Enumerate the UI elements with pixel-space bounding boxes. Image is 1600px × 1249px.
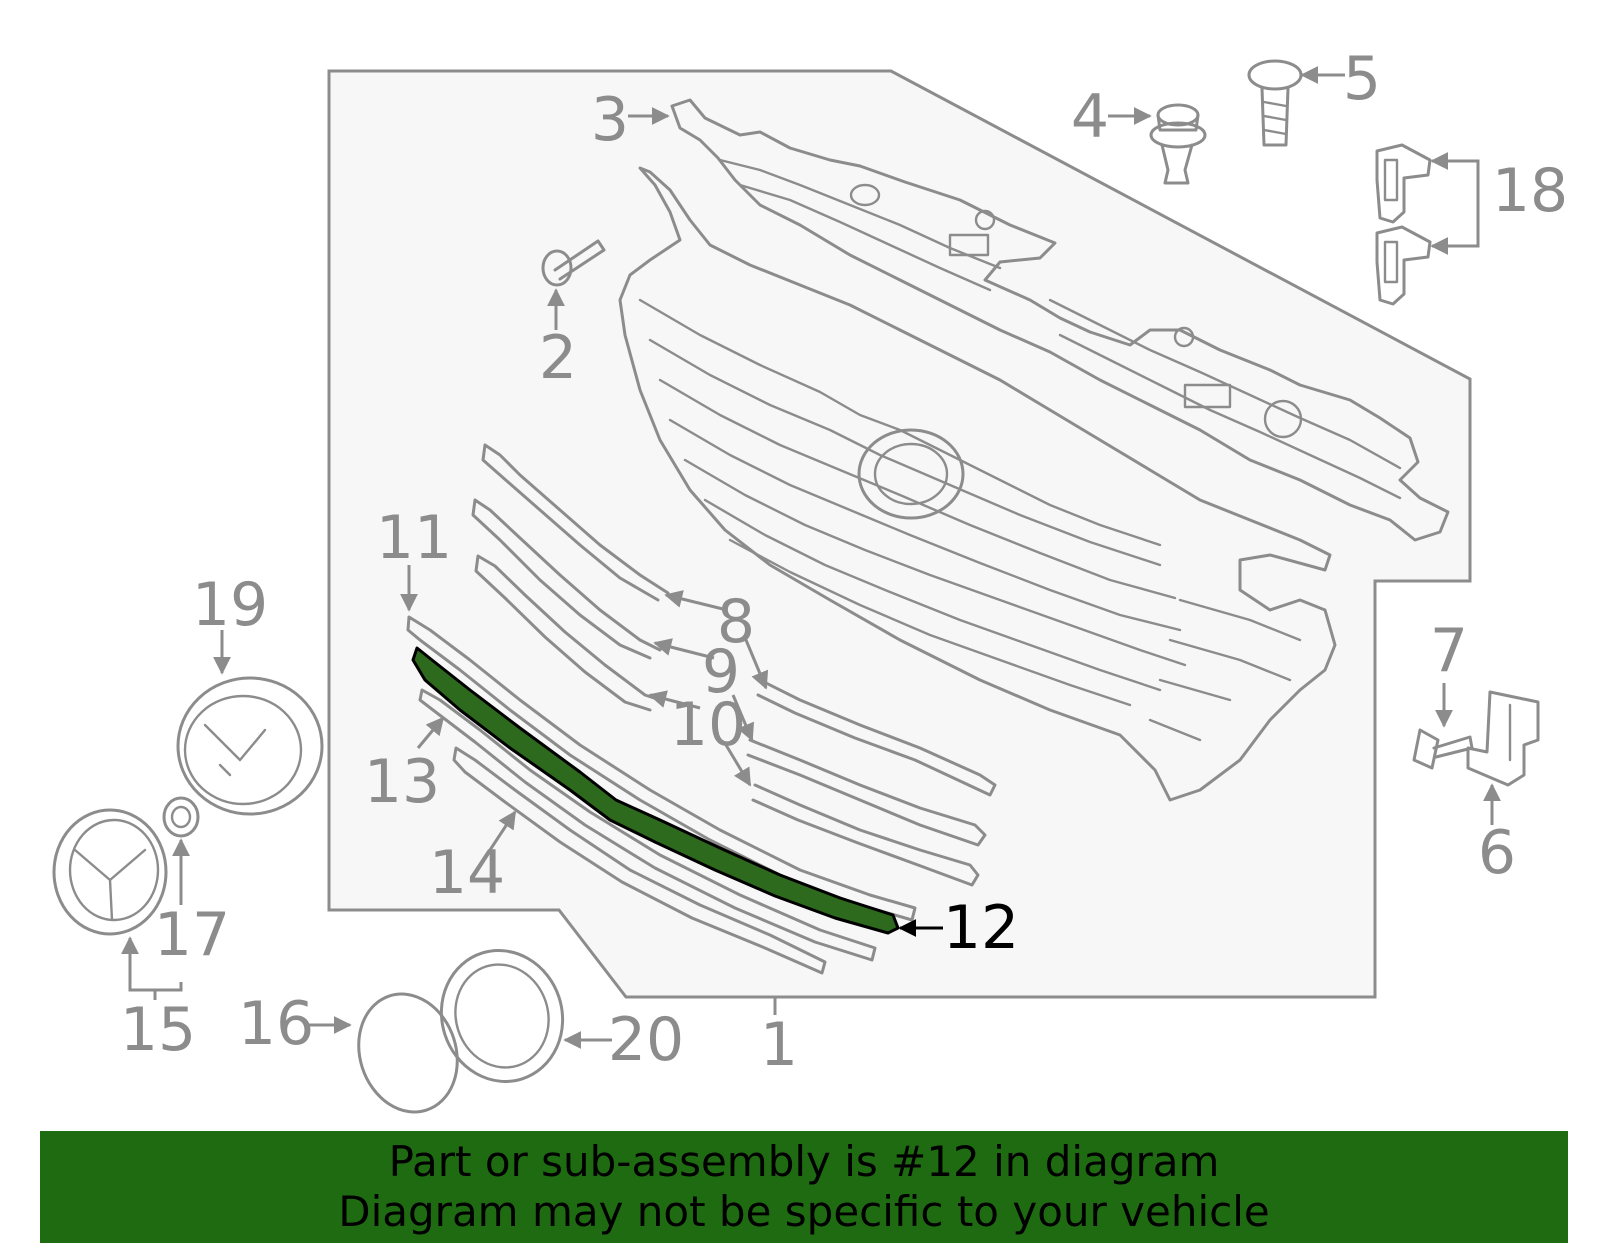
callout-13: 13 bbox=[364, 747, 440, 817]
grille-support-bracket bbox=[670, 98, 1450, 542]
molding-lower-right-c bbox=[751, 783, 980, 887]
callout-3: 3 bbox=[591, 85, 629, 155]
clip-part-4 bbox=[1149, 103, 1207, 185]
emblem-base-part-19 bbox=[176, 676, 324, 816]
banner-line-part-number: Part or sub-assembly is #12 in diagram bbox=[388, 1137, 1220, 1186]
molding-part-14 bbox=[452, 746, 827, 975]
screw-part-2 bbox=[541, 239, 606, 287]
callout-2: 2 bbox=[539, 323, 577, 393]
callout-17: 17 bbox=[154, 900, 230, 970]
callout-8: 8 bbox=[717, 587, 755, 657]
callout-16: 16 bbox=[238, 989, 314, 1059]
molding-lower-right-a bbox=[756, 678, 997, 797]
callout-12: 12 bbox=[943, 893, 1019, 963]
screw-part-5 bbox=[1247, 59, 1303, 147]
molding-lower-right-b bbox=[746, 738, 987, 847]
molding-part-8 bbox=[481, 443, 670, 602]
banner-line-disclaimer: Diagram may not be specific to your vehi… bbox=[338, 1187, 1270, 1236]
callout-18: 18 bbox=[1492, 156, 1568, 226]
callout-14: 14 bbox=[429, 838, 505, 908]
callout-1: 1 bbox=[760, 1010, 798, 1080]
nut-part-17 bbox=[162, 796, 200, 838]
grille-assembly bbox=[618, 166, 1337, 802]
callout-10: 10 bbox=[670, 690, 746, 760]
bezel-part-20 bbox=[439, 949, 565, 1083]
callout-7: 7 bbox=[1430, 616, 1468, 686]
callout-9: 9 bbox=[702, 637, 740, 707]
molding-part-12-highlighted bbox=[411, 646, 900, 935]
callout-5: 5 bbox=[1343, 44, 1381, 114]
callout-19: 19 bbox=[192, 570, 268, 640]
callout-4: 4 bbox=[1071, 82, 1109, 152]
callout-labels: 1 2 3 4 5 6 7 8 9 10 11 12 13 14 15 16 1… bbox=[120, 44, 1568, 1080]
cover-part-16 bbox=[357, 992, 459, 1114]
bracket-part-6 bbox=[1466, 690, 1540, 787]
callout-11: 11 bbox=[376, 503, 452, 573]
molding-part-9 bbox=[471, 498, 662, 660]
emblem-part-15 bbox=[52, 808, 168, 936]
callout-15: 15 bbox=[120, 995, 196, 1065]
callout-6: 6 bbox=[1478, 818, 1516, 888]
molding-part-13 bbox=[418, 688, 877, 962]
leader-lines bbox=[121, 66, 1501, 1049]
molding-part-10 bbox=[474, 554, 662, 712]
clips-part-18 bbox=[1375, 143, 1432, 306]
notice-banner: Part or sub-assembly is #12 in diagram D… bbox=[40, 1131, 1568, 1243]
bolt-part-7 bbox=[1412, 728, 1474, 770]
callout-20: 20 bbox=[608, 1005, 684, 1075]
